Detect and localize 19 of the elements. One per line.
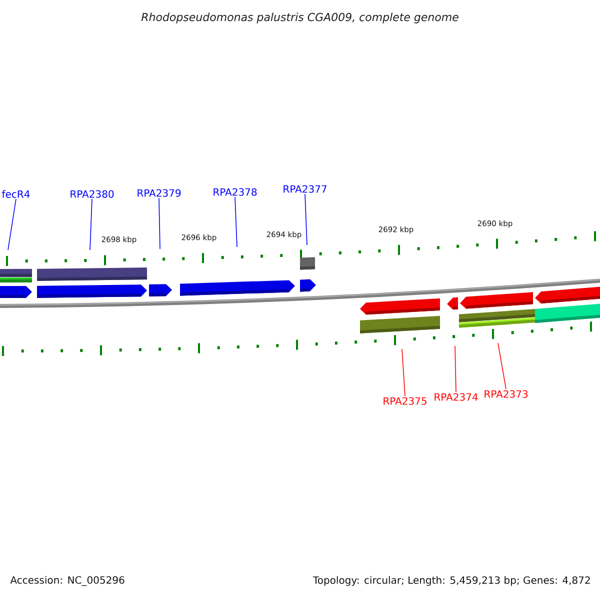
gene-label: RPA2380	[70, 190, 114, 198]
leader-line	[454, 346, 456, 392]
genome-info-label: Topology: circular; Length: 5,459,213 bp; Genes: 4,872	[312, 576, 590, 586]
title: Rhodopseudomonas palustris CGA009, complete genome	[141, 12, 458, 24]
leader-line	[8, 198, 16, 250]
gene-label: RPA2373	[484, 390, 528, 398]
leader-line	[304, 194, 308, 246]
leader-line	[402, 348, 406, 396]
leader-line	[498, 342, 506, 390]
gene-label: RPA2379	[138, 189, 181, 197]
gene-label: RPA2374	[434, 393, 478, 401]
gene-label: fecR4	[2, 190, 30, 198]
gene-label: RPA2378	[214, 188, 257, 196]
gene-label: RPA2375	[384, 397, 426, 405]
leader-line	[234, 196, 238, 248]
gene-label: RPA2377	[284, 185, 326, 193]
leader-line	[90, 198, 92, 250]
leader-line	[158, 198, 160, 250]
accession-label: Accession: NC_005296	[10, 576, 124, 586]
